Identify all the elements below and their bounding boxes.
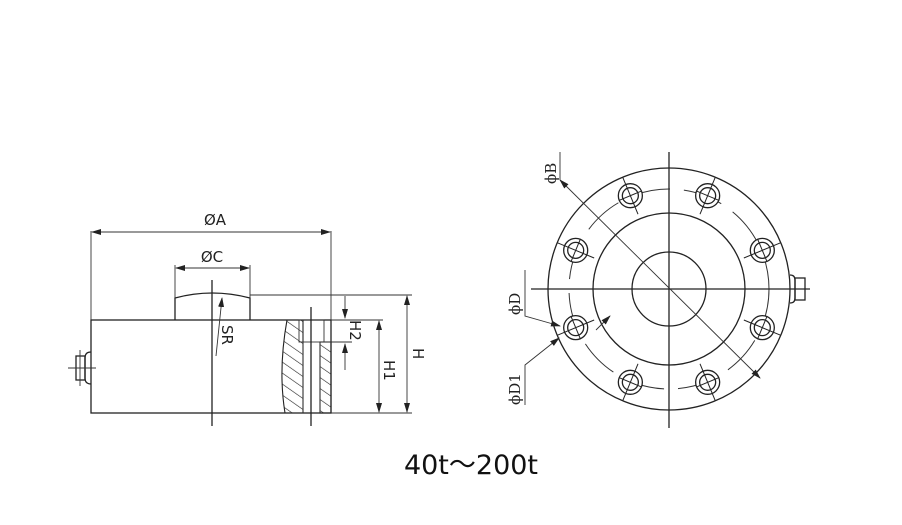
bolt-hole [557, 237, 595, 263]
label-height-h2: H2 [346, 320, 364, 341]
bolt-hole [617, 177, 643, 215]
bolt-hole [695, 177, 721, 215]
label-diameter-a: ØA [204, 211, 227, 229]
dimension-b [559, 179, 761, 379]
label-height-h1: H1 [380, 360, 398, 381]
connector-icon [68, 350, 96, 386]
bolt-hole [557, 315, 595, 341]
top-view: ϕB ϕD ϕD1 [506, 152, 810, 428]
bolt-hole [695, 363, 721, 401]
label-sphere-radius: SR [218, 325, 236, 345]
section-hatch-left [281, 319, 304, 414]
side-view: ØA ØC SR H2 H1 H [68, 211, 427, 426]
connector-icon [789, 274, 806, 304]
capacity-range-caption: 40t～200t [403, 450, 539, 481]
bolt-hole [743, 315, 781, 341]
label-diameter-b: ϕB [542, 163, 560, 184]
label-height-h: H [409, 348, 427, 359]
dimension-d1 [524, 337, 560, 405]
bolt-hole [617, 363, 643, 401]
label-diameter-c: ØC [201, 248, 223, 266]
dimension-sr [215, 297, 225, 357]
section-hatch-right [319, 341, 332, 414]
label-diameter-d: ϕD [506, 293, 524, 315]
label-diameter-d1: ϕD1 [506, 373, 524, 405]
bolt-hole [743, 237, 781, 263]
